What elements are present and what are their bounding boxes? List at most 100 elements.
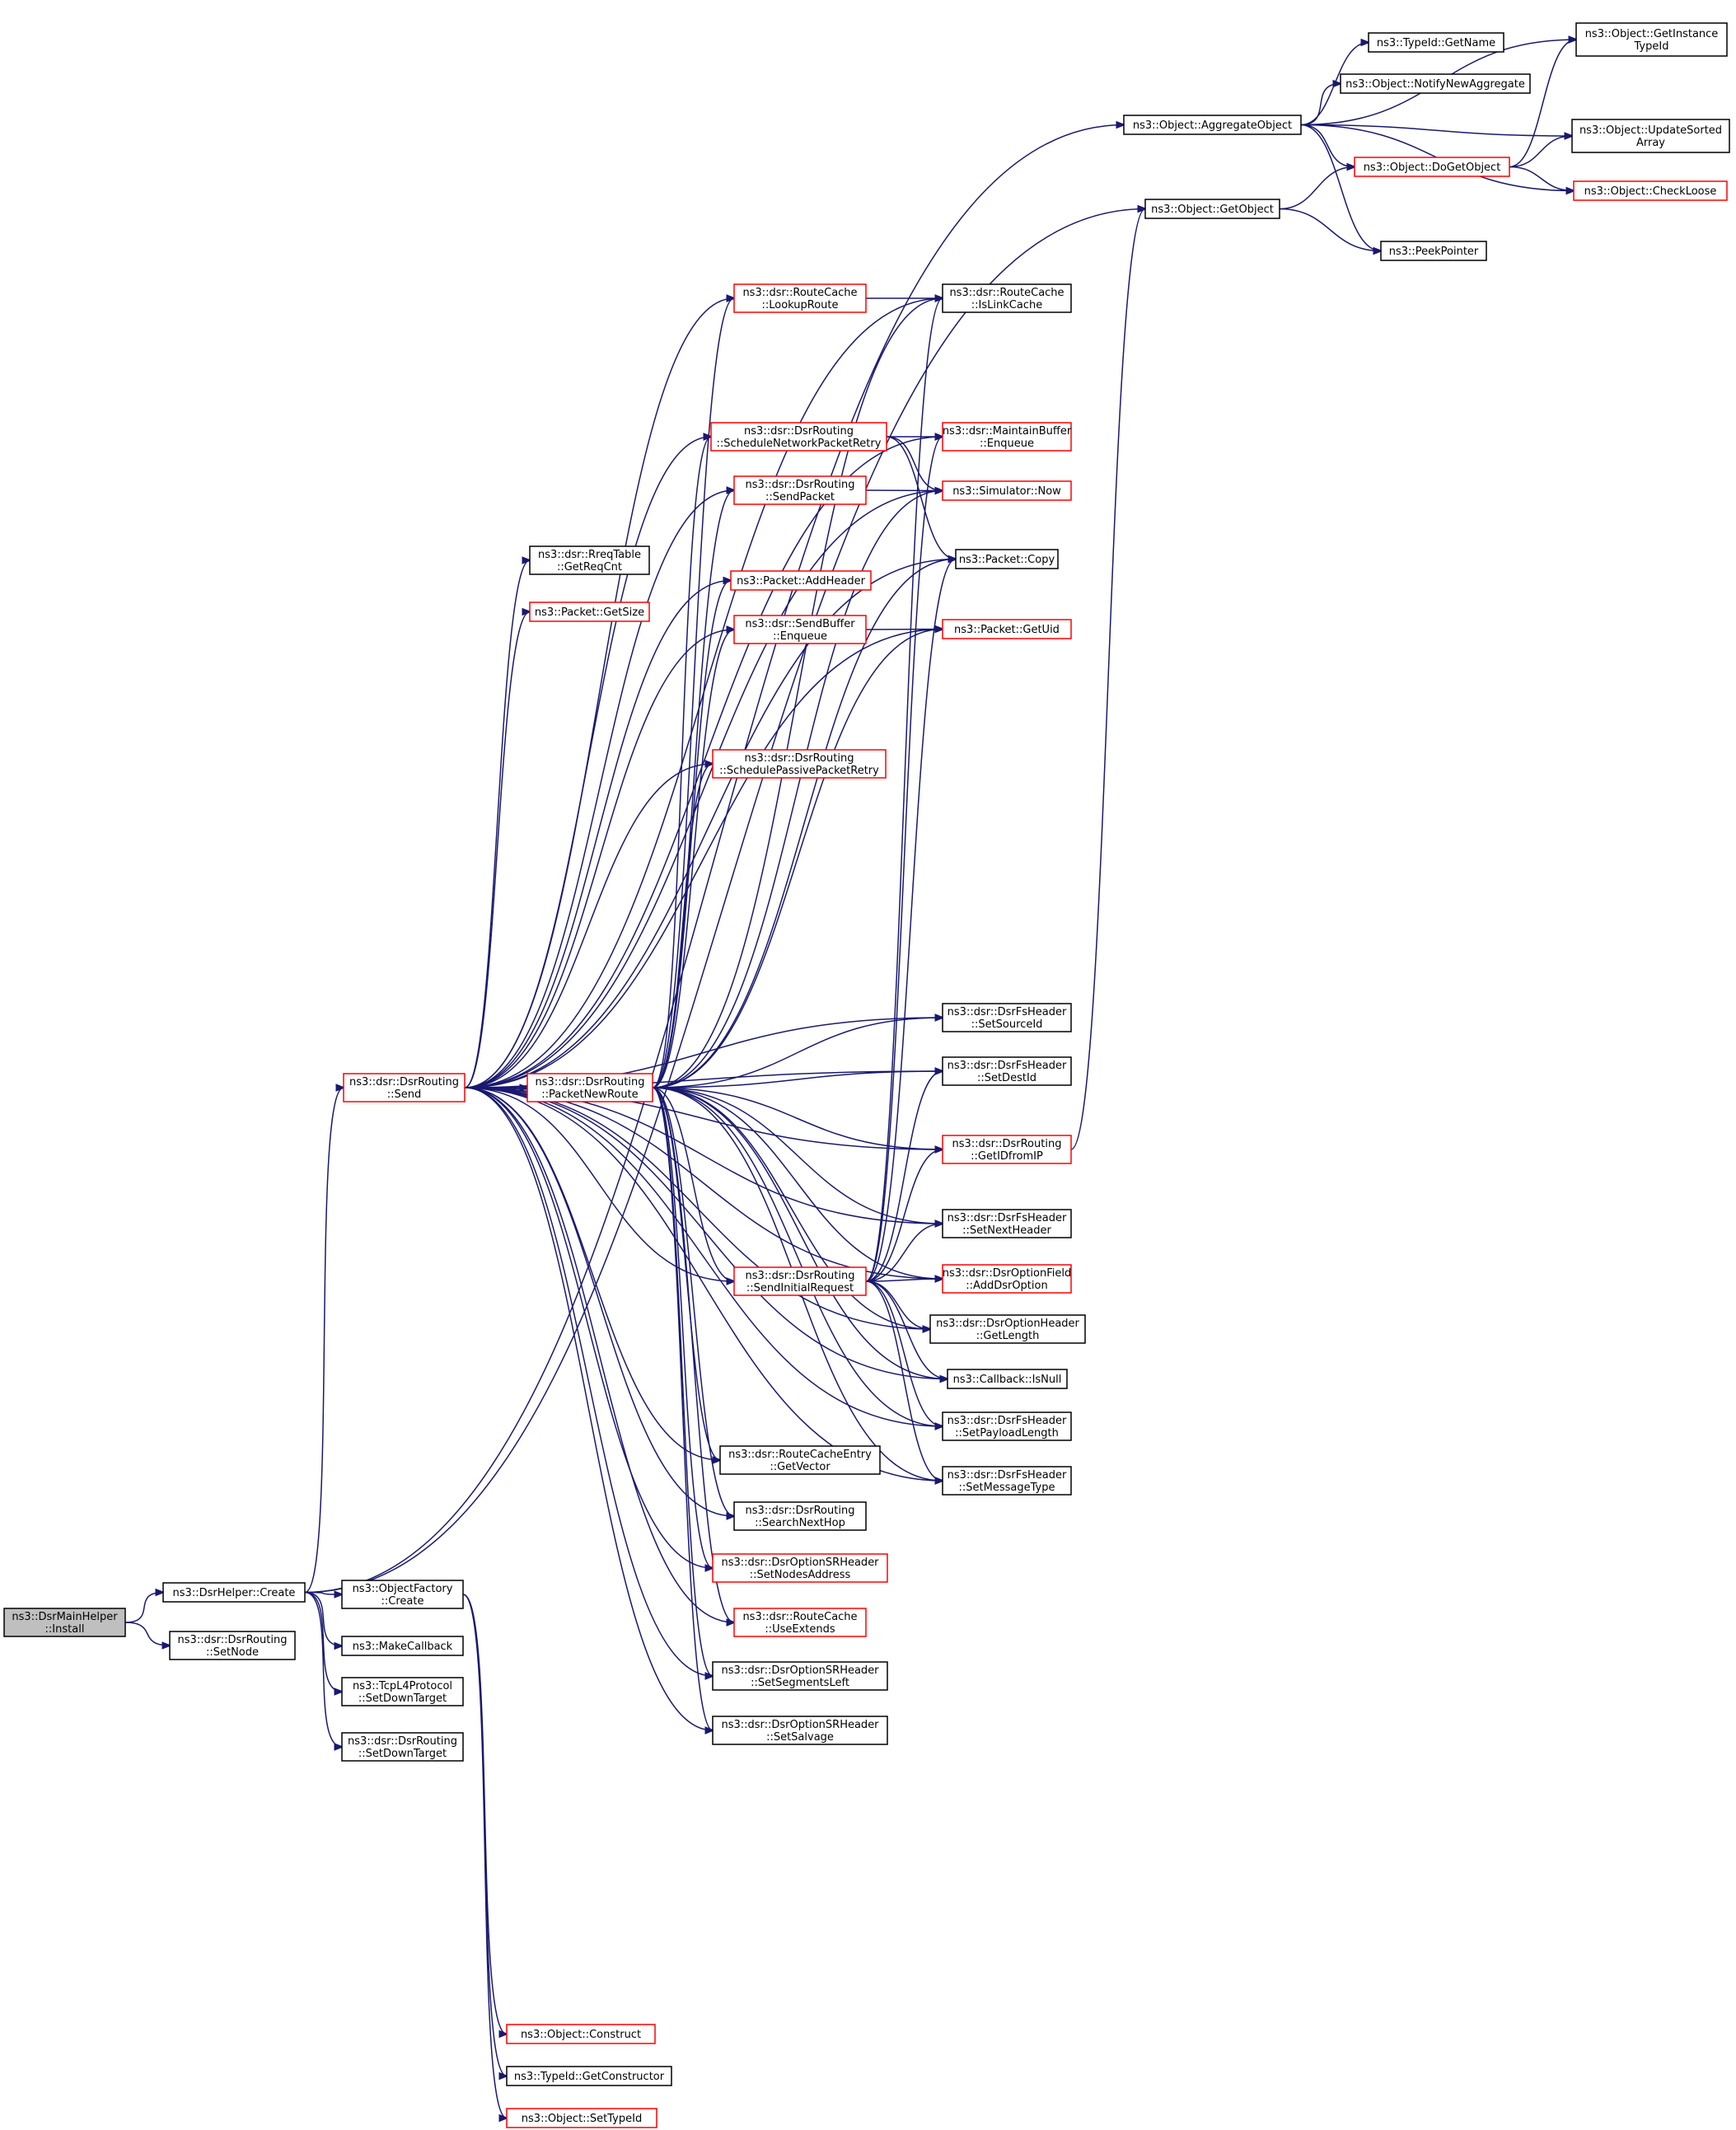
node-box[interactable] (1144, 199, 1280, 219)
node-adddsroption[interactable]: ns3::dsr::DsrOptionField::AddDsrOption (942, 1264, 1072, 1294)
node-box[interactable] (341, 1677, 464, 1706)
node-box[interactable] (3, 1608, 126, 1637)
node-peekpointer[interactable]: ns3::PeekPointer (1380, 241, 1487, 261)
node-useextends[interactable]: ns3::dsr::RouteCache::UseExtends (733, 1608, 867, 1637)
node-notifynewagg[interactable]: ns3::Object::NotifyNewAggregate (1340, 73, 1531, 94)
node-maintbufenq[interactable]: ns3::dsr::MaintainBuffer::Enqueue (942, 422, 1072, 452)
node-construct[interactable]: ns3::Object::Construct (506, 2024, 656, 2044)
node-setdestid[interactable]: ns3::dsr::DsrFsHeader::SetDestId (942, 1056, 1072, 1086)
node-box[interactable] (947, 1369, 1068, 1389)
node-box[interactable] (341, 1580, 464, 1609)
node-box[interactable] (1368, 32, 1504, 53)
node-box[interactable] (733, 1608, 867, 1637)
node-box[interactable] (955, 549, 1059, 569)
node-aggregate[interactable]: ns3::Object::AggregateObject (1123, 115, 1302, 135)
node-setsegleft[interactable]: ns3::dsr::DsrOptionSRHeader::SetSegments… (712, 1661, 888, 1691)
node-box[interactable] (719, 1445, 881, 1475)
node-box[interactable] (942, 480, 1072, 501)
node-cbisnull[interactable]: ns3::Callback::IsNull (947, 1369, 1068, 1389)
node-setnextheader[interactable]: ns3::dsr::DsrFsHeader::SetNextHeader (942, 1209, 1072, 1238)
node-box[interactable] (733, 615, 867, 644)
node-sendpacket[interactable]: ns3::dsr::DsrRouting::SendPacket (733, 475, 867, 505)
node-getreqcnt[interactable]: ns3::dsr::RreqTable::GetReqCnt (529, 545, 650, 575)
node-lookuproute[interactable]: ns3::dsr::RouteCache::LookupRoute (733, 283, 867, 313)
node-setsalvage[interactable]: ns3::dsr::DsrOptionSRHeader::SetSalvage (712, 1716, 888, 1745)
node-box[interactable] (529, 602, 650, 622)
node-box[interactable] (710, 422, 887, 452)
node-box[interactable] (526, 1073, 653, 1102)
node-box[interactable] (169, 1631, 296, 1660)
node-getobject[interactable]: ns3::Object::GetObject (1144, 199, 1280, 219)
node-box[interactable] (712, 1661, 888, 1691)
node-getuid[interactable]: ns3::Packet::GetUid (942, 619, 1072, 639)
node-simnow[interactable]: ns3::Simulator::Now (942, 480, 1072, 501)
node-box[interactable] (1575, 22, 1728, 57)
node-addheader[interactable]: ns3::Packet::AddHeader (730, 570, 872, 591)
node-checkloose[interactable]: ns3::Object::CheckLoose (1573, 180, 1728, 201)
node-setsourceid[interactable]: ns3::dsr::DsrFsHeader::SetSourceId (942, 1003, 1072, 1032)
node-box[interactable] (162, 1582, 306, 1603)
node-box[interactable] (506, 2108, 657, 2128)
node-box[interactable] (1340, 73, 1531, 94)
node-box[interactable] (1380, 241, 1487, 261)
node-box[interactable] (341, 1732, 464, 1762)
node-box[interactable] (1354, 157, 1510, 177)
node-box[interactable] (942, 1056, 1072, 1086)
node-box[interactable] (1573, 180, 1728, 201)
node-box[interactable] (942, 422, 1072, 452)
node-getidfromip[interactable]: ns3::dsr::DsrRouting::GetIDfromIP (942, 1135, 1072, 1164)
node-box[interactable] (341, 1636, 464, 1656)
node-setpayloadlen[interactable]: ns3::dsr::DsrFsHeader::SetPayloadLength (942, 1411, 1072, 1441)
node-box[interactable] (529, 545, 650, 575)
node-box[interactable] (1571, 119, 1730, 153)
node-packetnewroute[interactable]: ns3::dsr::DsrRouting::PacketNewRoute (526, 1073, 653, 1102)
node-typeidgetname[interactable]: ns3::TypeId::GetName (1368, 32, 1504, 53)
node-box[interactable] (942, 1135, 1072, 1164)
node-setnode[interactable]: ns3::dsr::DsrRouting::SetNode (169, 1631, 296, 1660)
node-box[interactable] (506, 2066, 672, 2086)
node-packetcopy[interactable]: ns3::Packet::Copy (955, 549, 1059, 569)
node-box[interactable] (942, 1003, 1072, 1032)
node-sendinitreq[interactable]: ns3::dsr::DsrRouting::SendInitialRequest (733, 1266, 867, 1296)
node-box[interactable] (942, 1264, 1072, 1294)
node-box[interactable] (942, 619, 1072, 639)
node-dsrsetdown[interactable]: ns3::dsr::DsrRouting::SetDownTarget (341, 1732, 464, 1762)
node-box[interactable] (343, 1073, 466, 1102)
node-box[interactable] (712, 1716, 888, 1745)
node-box[interactable] (730, 570, 872, 591)
node-schednetretry[interactable]: ns3::dsr::DsrRouting::ScheduleNetworkPac… (710, 422, 887, 452)
node-box[interactable] (733, 475, 867, 505)
node-install[interactable]: ns3::DsrMainHelper::Install (3, 1608, 126, 1637)
node-searchnexthop[interactable]: ns3::dsr::DsrRouting::SearchNextHop (733, 1501, 867, 1531)
node-create[interactable]: ns3::DsrHelper::Create (162, 1582, 306, 1603)
node-box[interactable] (733, 283, 867, 313)
node-schedpassretry[interactable]: ns3::dsr::DsrRouting::SchedulePassivePac… (712, 749, 887, 779)
node-box[interactable] (506, 2024, 656, 2044)
node-send[interactable]: ns3::dsr::DsrRouting::Send (343, 1073, 466, 1102)
node-settypeid[interactable]: ns3::Object::SetTypeId (506, 2108, 657, 2128)
node-getconstructor[interactable]: ns3::TypeId::GetConstructor (506, 2066, 672, 2086)
node-box[interactable] (942, 1209, 1072, 1238)
node-dogetobject[interactable]: ns3::Object::DoGetObject (1354, 157, 1510, 177)
node-sendbufenq[interactable]: ns3::dsr::SendBuffer::Enqueue (733, 615, 867, 644)
node-box[interactable] (712, 749, 887, 779)
node-setnodesaddr[interactable]: ns3::dsr::DsrOptionSRHeader::SetNodesAdd… (712, 1553, 888, 1583)
node-box[interactable] (1123, 115, 1302, 135)
node-setmsgtype[interactable]: ns3::dsr::DsrFsHeader::SetMessageType (942, 1466, 1072, 1496)
node-getlength[interactable]: ns3::dsr::DsrOptionHeader::GetLength (929, 1314, 1086, 1344)
node-makecallback[interactable]: ns3::MakeCallback (341, 1636, 464, 1656)
node-box[interactable] (942, 283, 1072, 313)
node-box[interactable] (942, 1466, 1072, 1496)
node-box[interactable] (942, 1411, 1072, 1441)
node-box[interactable] (733, 1266, 867, 1296)
node-getvector[interactable]: ns3::dsr::RouteCacheEntry::GetVector (719, 1445, 881, 1475)
node-objfactcreate[interactable]: ns3::ObjectFactory::Create (341, 1580, 464, 1609)
node-getsize[interactable]: ns3::Packet::GetSize (529, 602, 650, 622)
node-box[interactable] (712, 1553, 888, 1583)
node-tcpsetdown[interactable]: ns3::TcpL4Protocol::SetDownTarget (341, 1677, 464, 1706)
node-box[interactable] (929, 1314, 1086, 1344)
node-box[interactable] (733, 1501, 867, 1531)
node-islinkcache[interactable]: ns3::dsr::RouteCache::IsLinkCache (942, 283, 1072, 313)
